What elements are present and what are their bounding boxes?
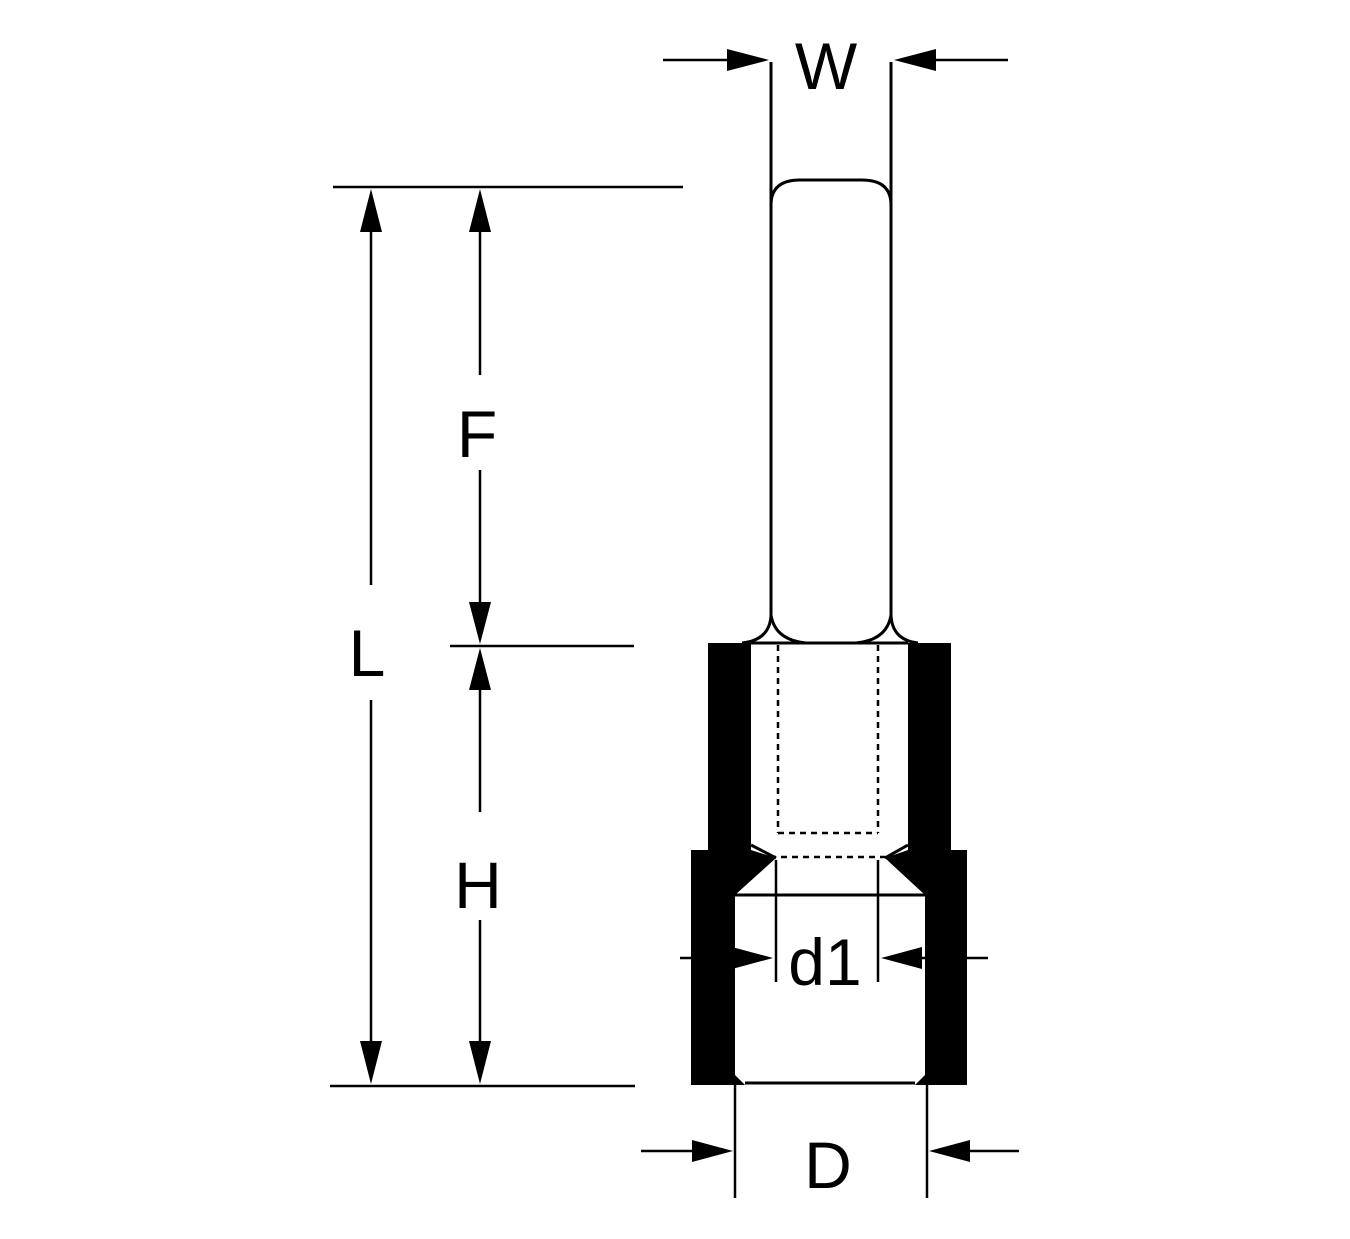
f-label: F (457, 397, 497, 471)
f-top-arrow (469, 189, 491, 232)
f-bottom-arrow (469, 602, 491, 644)
barrel (691, 641, 967, 1085)
w-right-arrow (894, 49, 936, 71)
w-left-arrow (727, 49, 769, 71)
barrel-inner-right-chamfer (884, 843, 909, 860)
pin-left-flare (741, 614, 807, 645)
barrel-left-wall-upper (708, 643, 751, 858)
l-label: L (349, 616, 386, 690)
h-top-arrow (469, 648, 491, 690)
pin-body (741, 62, 919, 645)
pin-right-flare (855, 614, 919, 645)
d-label: D (804, 1128, 852, 1202)
barrel-right-wall-upper (908, 643, 951, 858)
pin-top-outline (769, 62, 893, 206)
h-bottom-arrow (469, 1041, 491, 1084)
h-dimension: H (454, 648, 502, 1084)
d-right-arrow (929, 1140, 970, 1162)
h-label: H (454, 848, 502, 922)
d1-dimension: d1 (680, 860, 988, 999)
d-dimension: D (641, 1085, 1019, 1202)
w-label: W (795, 29, 858, 103)
d1-label: d1 (788, 925, 861, 999)
barrel-right-wall-lower (885, 850, 967, 1085)
d-left-arrow (692, 1140, 733, 1162)
w-dimension: W (663, 29, 1008, 103)
l-top-arrow (360, 189, 382, 232)
f-dimension: F (457, 189, 497, 644)
l-dimension: L (349, 189, 386, 1084)
d1-right-arrow (881, 947, 922, 969)
d1-left-arrow (732, 947, 773, 969)
l-bottom-arrow (360, 1041, 382, 1084)
